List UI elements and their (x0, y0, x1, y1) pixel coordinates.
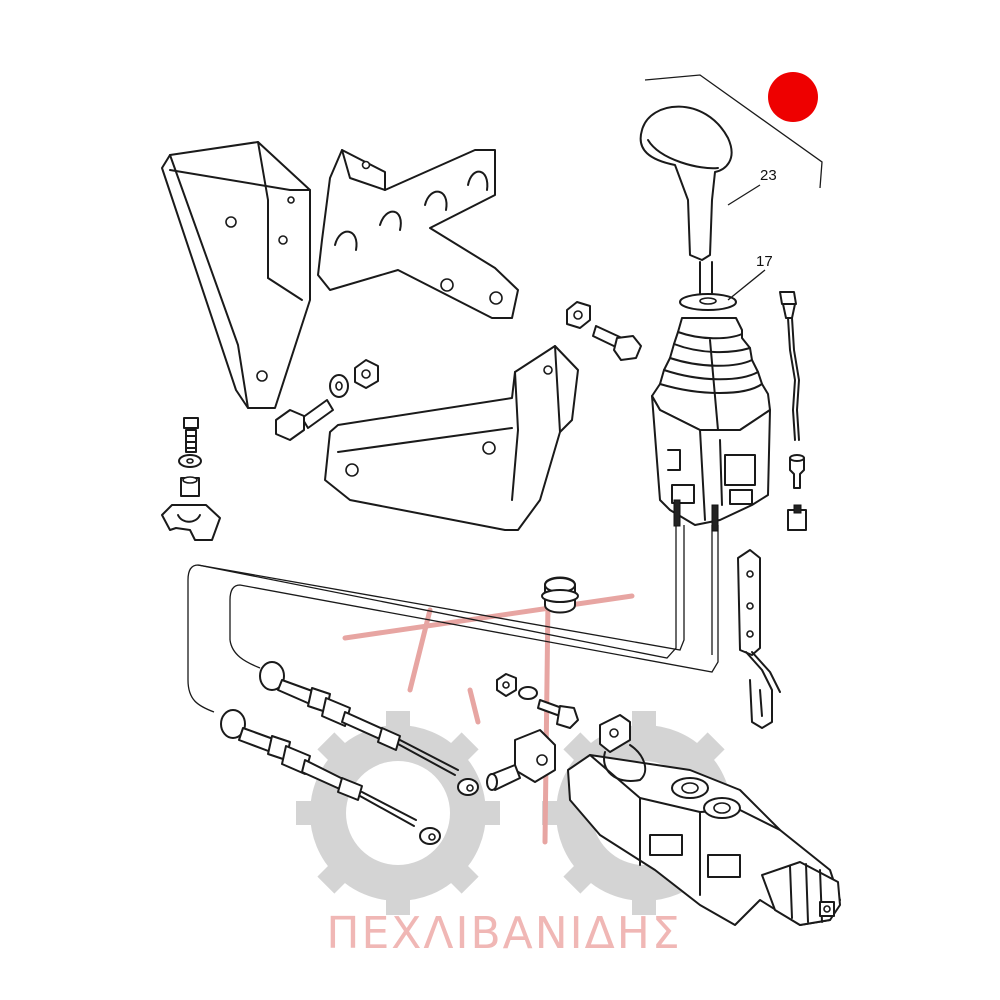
control-housing (651, 395, 771, 532)
wire-connector (779, 291, 800, 441)
shift-lever-knob (639, 105, 733, 301)
vertical-bolt-stack (161, 417, 221, 541)
cable-grommet (541, 576, 579, 614)
control-cables (187, 525, 719, 713)
watermark-logo (342, 593, 635, 845)
callout-17-label: 17 (756, 253, 773, 270)
linkage-rod (737, 549, 781, 729)
bolt-washer-nut-center (496, 673, 579, 729)
hydraulic-valve-block (567, 714, 841, 926)
cable-end-lower (220, 709, 441, 845)
triangular-bracket (161, 141, 311, 409)
support-arm (324, 345, 579, 531)
callout-17: 17 (727, 253, 773, 301)
bolt-washer-nut-left (275, 359, 379, 441)
selection-marker[interactable] (768, 72, 818, 122)
watermark-text: ΠΕΧΛΙΒΑΝΙΔΗΣ (326, 908, 681, 959)
lever-boot (651, 293, 771, 431)
cable-end-upper (259, 661, 479, 796)
pin-lower (787, 504, 807, 531)
bolt-and-nut-upper (566, 301, 642, 361)
callout-23: 23 (644, 74, 823, 206)
swivel-joint (486, 729, 556, 791)
cable-clamp-bracket (317, 149, 519, 319)
pin-upper (789, 454, 805, 489)
callout-23-label: 23 (760, 167, 777, 184)
